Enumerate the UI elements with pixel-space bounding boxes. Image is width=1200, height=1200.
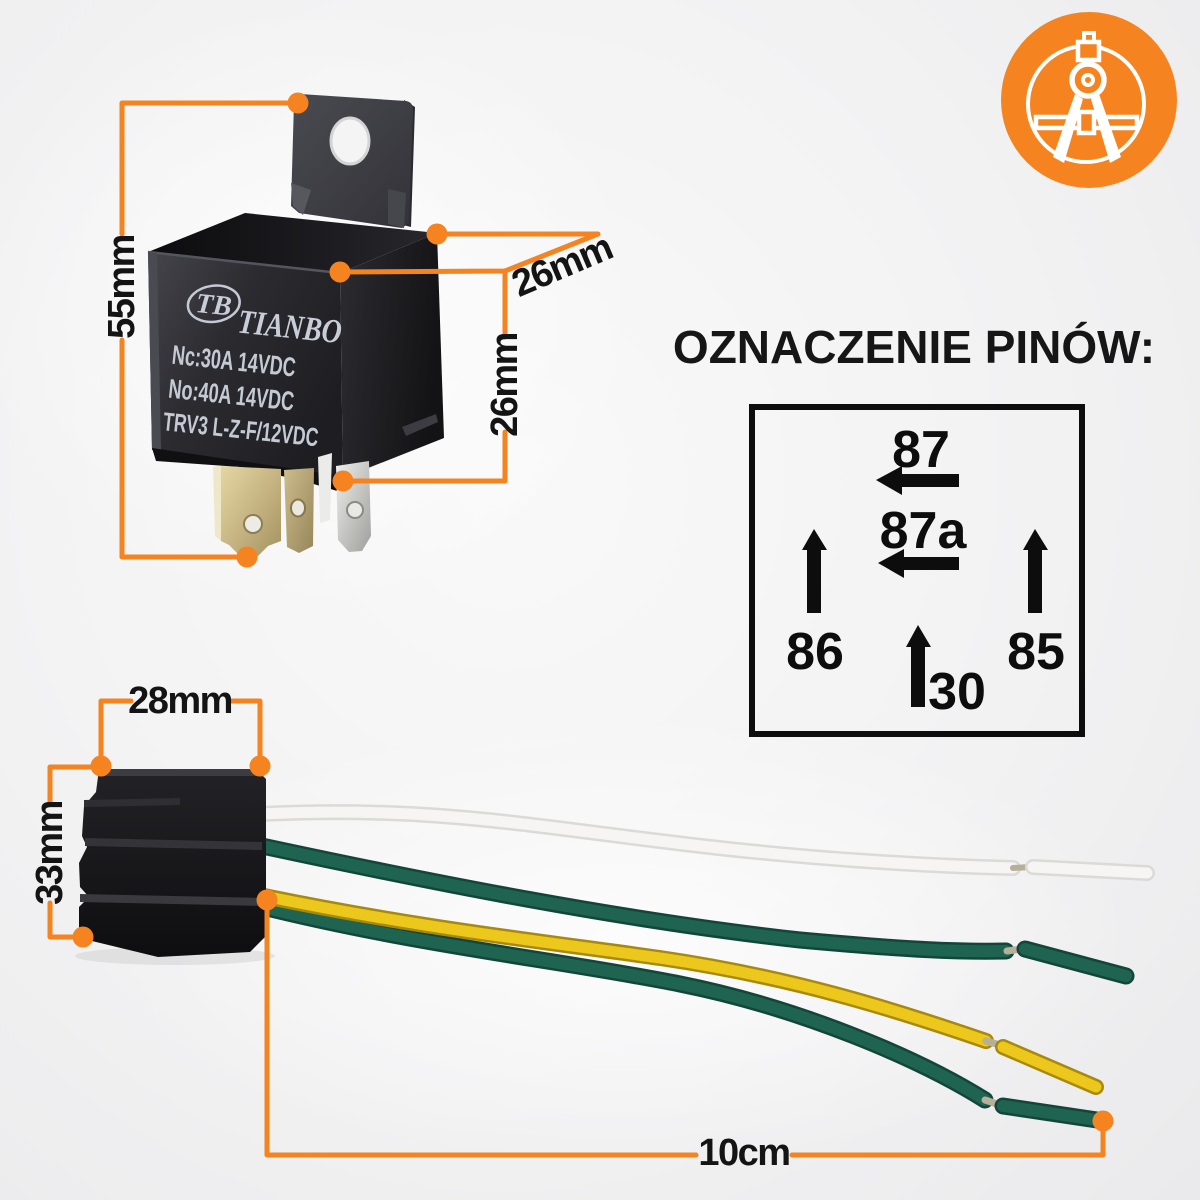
compass-icon-badge [1001,12,1177,188]
wire-green-lower [250,897,1106,1129]
pin-85-arrow [1023,529,1048,613]
relay-body-top [148,213,437,273]
relay-photo: TB TIANBO Nc:30A 14VDC No:40A 14VDC TRV3… [147,94,444,558]
connector-photo [75,769,1155,1129]
relay-body-side [340,233,444,478]
silver-pin-1-hole [346,501,364,519]
brass-pin-2-hole [290,498,306,518]
dim-line-10cm [264,897,1106,1158]
relay-base-band [152,448,344,493]
wire-yellow [256,888,1104,1095]
compass-icon [1026,31,1146,164]
dim-line-33mm [47,764,98,940]
dim-label-33mm: 33mm [29,801,71,905]
dim-label-26mm-height: 26mm [484,333,526,437]
pin-85-label: 85 [1007,623,1065,681]
relay-side-notch [402,414,438,436]
pin-87-label: 87 [892,421,950,479]
silver-pin-edge [318,453,332,523]
tab-gusset-left [291,183,311,215]
dim-line-26mm-height [340,268,508,484]
dimension-dots [72,92,1114,1132]
dim-label-28mm: 28mm [128,680,232,722]
dim-line-55mm [119,100,301,560]
pin-diagram: OZNACZENIE PINÓW: 87 87a 86 85 30 [673,321,1155,737]
dim-label-55mm: 55mm [101,235,143,339]
dimension-callouts [47,100,1106,1158]
relay-body-front [148,252,343,478]
pin-87-arrow [876,466,959,495]
pin-86-label: 86 [786,623,844,681]
pin-30-arrow [906,625,931,707]
brass-pin-bevel [213,466,221,541]
brass-pin-1 [221,466,281,558]
brass-pin-1-hole [243,514,263,534]
wire-white [252,804,1155,881]
relay-face-printing: TB TIANBO Nc:30A 14VDC No:40A 14VDC TRV3… [162,284,343,452]
relay-logo: TB [194,288,233,323]
wire-green-upper [253,837,1135,985]
pin-diagram-box [749,404,1085,737]
pin-87a-label: 87a [880,502,968,560]
pin-diagram-heading: OZNACZENIE PINÓW: [673,321,1155,373]
connector-socket [79,769,266,957]
dim-line-26mm-depth [337,231,601,275]
relay-logo-ring [186,284,241,324]
pin-86-arrow [802,529,827,613]
pin-30-label: 30 [928,663,986,721]
tab-mounting-hole [329,116,371,166]
tab-gusset-right [388,189,406,228]
pin-87a-arrow [878,549,959,578]
dim-label-10cm: 10cm [698,1132,789,1174]
relay-mounting-tab [291,94,415,228]
dim-line-28mm [98,698,263,769]
